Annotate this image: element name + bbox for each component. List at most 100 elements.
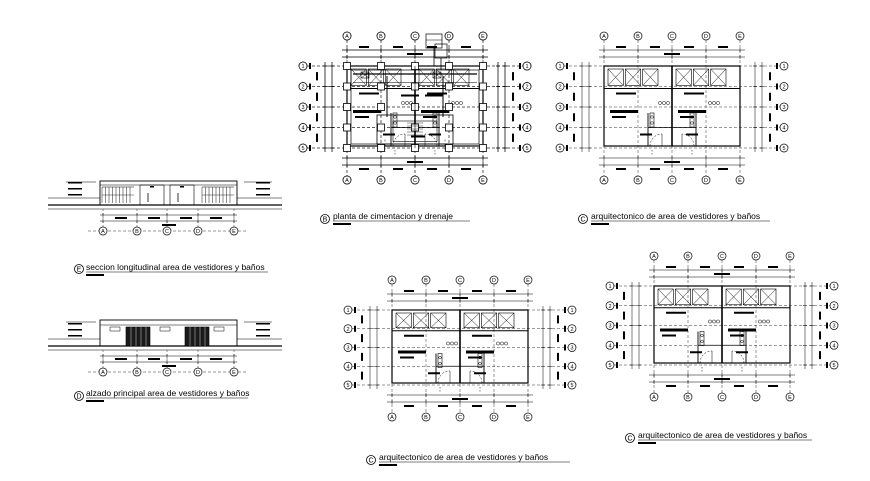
drawing-title: planta de cimentacion y drenaje bbox=[333, 211, 453, 221]
grid-label: E bbox=[738, 34, 742, 40]
grid-bubble bbox=[829, 340, 839, 350]
grid-bubble bbox=[229, 226, 239, 236]
drawing-title: arquitectonico de area de vestidores y b… bbox=[638, 430, 807, 440]
grid-label: D bbox=[447, 178, 451, 184]
grid-label: 1 bbox=[558, 64, 561, 70]
grid-bubble bbox=[410, 175, 420, 185]
drawing-tag-circle bbox=[578, 214, 588, 224]
grid-label: D bbox=[704, 178, 708, 184]
grid-bubble bbox=[829, 360, 839, 370]
grid-bubble bbox=[779, 102, 789, 112]
grid-label: E bbox=[526, 278, 530, 284]
grid-bubble bbox=[343, 380, 353, 390]
grid-bubble bbox=[785, 251, 795, 261]
grid-label: D bbox=[754, 395, 758, 401]
grid-bubble bbox=[717, 251, 727, 261]
drawing-tag: C bbox=[580, 217, 585, 224]
grid-label: 3 bbox=[832, 324, 835, 330]
grid-label: C bbox=[165, 370, 169, 376]
grid-bubble bbox=[599, 175, 609, 185]
drawing-tag: E bbox=[77, 267, 82, 274]
grid-label: D bbox=[704, 34, 708, 40]
grid-label: 1 bbox=[525, 64, 528, 70]
grid-bubble bbox=[193, 367, 203, 377]
grid-label: D bbox=[492, 278, 496, 284]
grid-label: B bbox=[379, 34, 383, 40]
grid-bubble bbox=[376, 31, 386, 41]
grid-bubble bbox=[98, 367, 108, 377]
grid-label: D bbox=[196, 370, 200, 376]
grid-bubble bbox=[444, 175, 454, 185]
grid-label: 4 bbox=[608, 343, 611, 349]
grid-bubble bbox=[567, 324, 577, 334]
grid-bubble bbox=[342, 31, 352, 41]
arch-plan-1-title-block: C arquitectonico de area de vestidores y… bbox=[578, 211, 770, 225]
drawing-title: seccion longitudinal area de vestidores … bbox=[86, 262, 265, 272]
grid-bubble bbox=[523, 412, 533, 422]
grid-bubble bbox=[751, 251, 761, 261]
grid-label: 1 bbox=[346, 308, 349, 314]
grid-label: 5 bbox=[558, 146, 561, 152]
grid-bubble bbox=[829, 281, 839, 291]
grid-bubble bbox=[555, 102, 565, 112]
grid-label: B bbox=[135, 370, 139, 376]
grid-label: 2 bbox=[301, 85, 304, 91]
grid-bubble bbox=[298, 123, 308, 132]
grid-bubble bbox=[162, 226, 172, 236]
drawing-tag: D bbox=[76, 394, 81, 401]
grid-label: 3 bbox=[782, 105, 785, 111]
grid-label: 4 bbox=[301, 126, 304, 132]
grid-label: A bbox=[602, 178, 606, 184]
grid-bubble bbox=[410, 31, 420, 41]
elevation-title-block: D alzado principal area de vestidores y … bbox=[74, 388, 250, 402]
grid-label: C bbox=[458, 415, 462, 421]
grid-bubble bbox=[605, 301, 615, 311]
grid-bubble bbox=[298, 61, 308, 71]
grid-bubble bbox=[455, 412, 465, 422]
grid-bubble bbox=[605, 321, 615, 330]
grid-label: B bbox=[424, 278, 428, 284]
grid-label: 2 bbox=[782, 85, 785, 91]
grid-label: 4 bbox=[782, 126, 785, 132]
grid-bubble bbox=[132, 226, 142, 236]
grid-bubble bbox=[785, 392, 795, 402]
grid-bubble bbox=[387, 275, 397, 285]
grid-label: 2 bbox=[570, 327, 573, 333]
grid-label: 4 bbox=[558, 126, 561, 132]
grid-label: C bbox=[670, 178, 674, 184]
grid-bubble bbox=[735, 31, 745, 41]
foundation-plan-title-block: B planta de cimentacion y drenaje bbox=[320, 211, 470, 225]
grid-label: 5 bbox=[782, 146, 785, 152]
grid-bubble bbox=[605, 360, 615, 370]
grid-bubble bbox=[522, 61, 532, 71]
grid-label: C bbox=[720, 254, 724, 260]
grid-bubble bbox=[779, 82, 789, 91]
grid-label: E bbox=[788, 254, 792, 260]
grid-bubble bbox=[478, 31, 488, 41]
grid-label: E bbox=[481, 34, 485, 40]
grid-label: 3 bbox=[558, 105, 561, 111]
grid-bubble bbox=[98, 226, 108, 236]
grid-bubble bbox=[605, 340, 615, 350]
grid-bubble bbox=[567, 305, 577, 315]
grid-bubble bbox=[229, 367, 239, 377]
grid-label: C bbox=[720, 395, 724, 401]
grid-label: A bbox=[602, 34, 606, 40]
grid-bubble bbox=[633, 175, 643, 185]
grid-label: B bbox=[686, 395, 690, 401]
grid-label: B bbox=[424, 415, 428, 421]
grid-bubble bbox=[555, 143, 565, 153]
grid-label: 1 bbox=[608, 284, 611, 290]
arch-plan-3-title-block: C arquitectonico de area de vestidores y… bbox=[625, 430, 812, 444]
grid-bubble bbox=[421, 275, 431, 285]
grid-bubble bbox=[779, 143, 789, 153]
grid-label: 3 bbox=[525, 105, 528, 111]
grid-label: 2 bbox=[558, 85, 561, 91]
arch-plan-2-title-block: C arquitectonico de area de vestidores y… bbox=[366, 452, 570, 466]
grid-bubble bbox=[298, 82, 308, 91]
grid-bubble bbox=[162, 367, 172, 377]
